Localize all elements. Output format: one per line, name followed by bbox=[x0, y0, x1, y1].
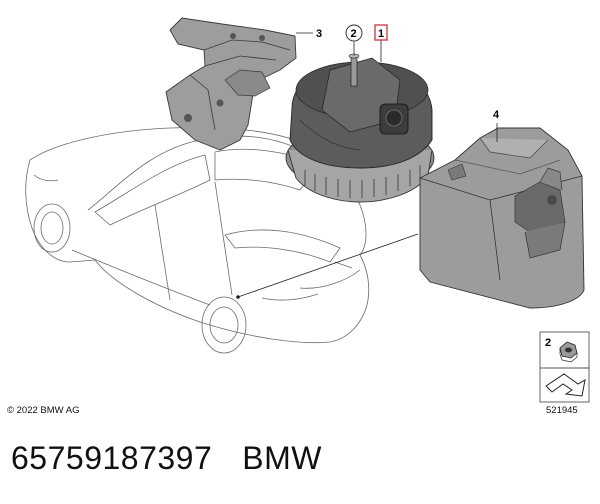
callout-3: 3 bbox=[316, 28, 322, 40]
leader-line-car bbox=[237, 233, 419, 298]
siren-unit-part bbox=[285, 53, 435, 203]
part-number: 65759187397 bbox=[11, 440, 213, 476]
caption: 65759187397 BMW bbox=[11, 440, 322, 477]
copyright-text: © 2022 BMW AG bbox=[7, 405, 80, 416]
legend-callout-2: 2 bbox=[545, 337, 551, 349]
legend-box: 2 bbox=[539, 331, 590, 403]
diagram-number: 521945 bbox=[546, 405, 578, 416]
callout-1-box bbox=[374, 24, 388, 41]
brand-name: BMW bbox=[242, 440, 322, 476]
cover-part bbox=[419, 127, 585, 309]
callout-4: 4 bbox=[493, 109, 500, 121]
arrow-icon bbox=[545, 373, 586, 397]
callout-2-circle bbox=[345, 24, 363, 42]
bracket-part bbox=[165, 17, 297, 151]
callout-1: 1 bbox=[378, 28, 384, 40]
callout-2: 2 bbox=[351, 28, 357, 40]
hex-nut-icon bbox=[559, 341, 578, 363]
